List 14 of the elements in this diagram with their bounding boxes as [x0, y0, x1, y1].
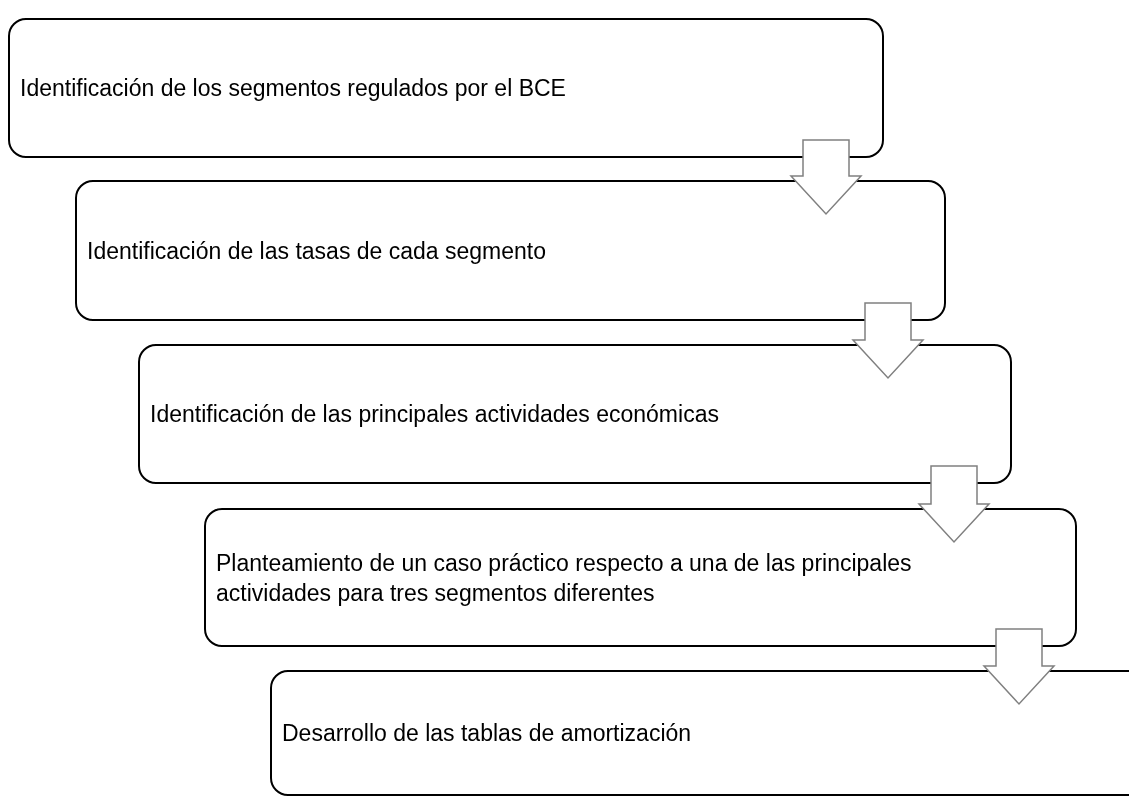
- step-text: Identificación de los segmentos regulados por el BCE: [20, 74, 567, 103]
- process-box: [138, 344, 1012, 484]
- step-text: Identificación de las tasas de cada segmento: [87, 236, 547, 266]
- step-text: Planteamiento de un caso práctico respecto a una de las principales actividades para tres segmentos diferentes: [216, 548, 913, 608]
- process-box: [270, 670, 1129, 796]
- process-box: [75, 180, 946, 321]
- process-box: [8, 18, 884, 158]
- step-text: Identificación de las principales actividades económicas: [150, 400, 720, 429]
- block-arrow: [917, 465, 991, 544]
- block-arrow: [789, 139, 863, 216]
- process-box: [204, 508, 1077, 647]
- block-arrow: [851, 302, 925, 380]
- block-arrow: [982, 628, 1056, 706]
- step-text: Desarrollo de las tablas de amortización: [282, 719, 693, 748]
